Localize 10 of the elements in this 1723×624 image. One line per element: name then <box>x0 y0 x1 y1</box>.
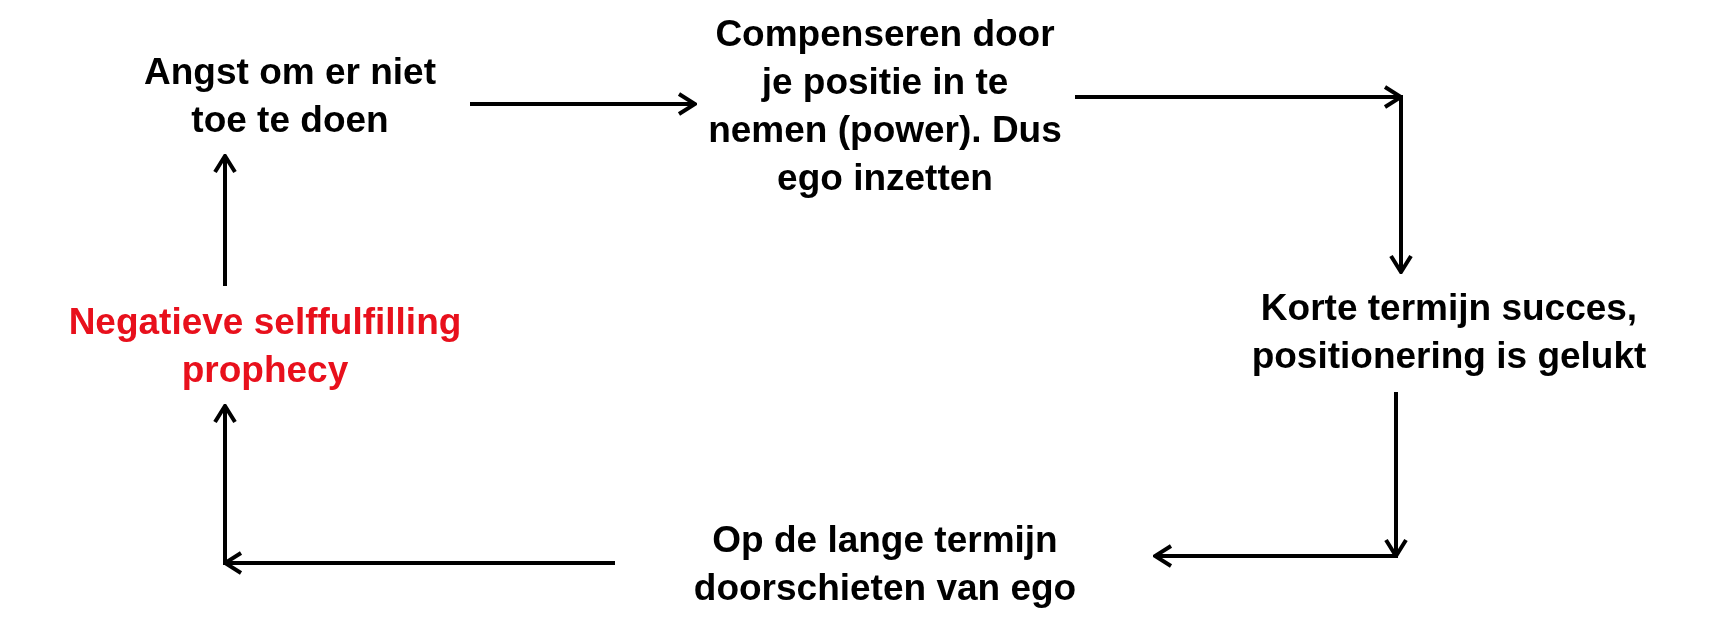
cycle-step-text: Op de lange termijn doorschieten van ego <box>625 514 1145 614</box>
arrow <box>213 154 237 286</box>
arrow <box>1075 85 1413 274</box>
cycle-step-text: Angst om er niet toe te doen <box>120 46 460 146</box>
arrow <box>470 92 697 116</box>
cycle-step-text: Korte termijn succes, positionering is gelukt <box>1178 282 1720 382</box>
cycle-step-text: Negatieve selffulfilling prophecy <box>0 296 530 396</box>
arrow <box>213 404 615 575</box>
cycle-step-text: Compenseren door je positie in te nemen (power). Dus ego inzetten <box>705 6 1065 206</box>
arrow <box>1153 392 1408 568</box>
